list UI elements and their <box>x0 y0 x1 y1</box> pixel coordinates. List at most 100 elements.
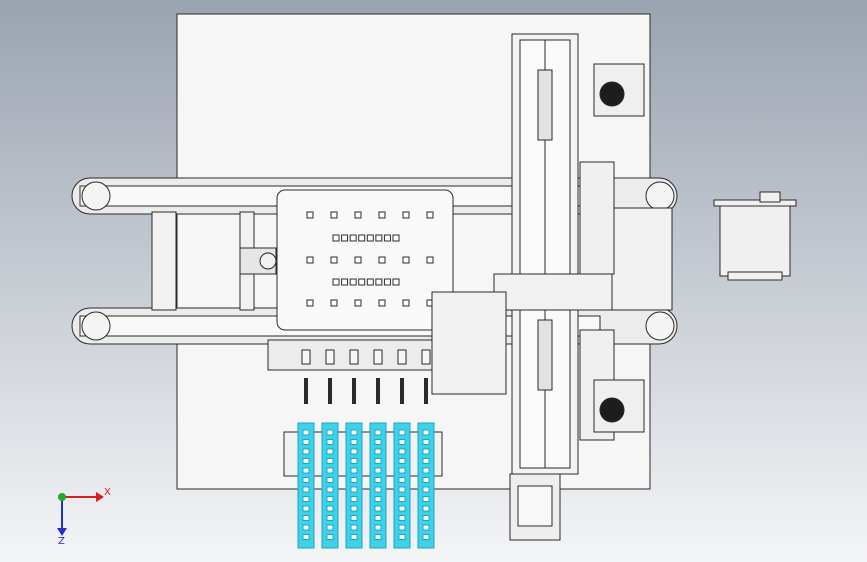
feeder-lane[interactable] <box>393 422 411 549</box>
pulley-left-top[interactable] <box>81 181 111 211</box>
motor-body[interactable] <box>719 205 791 277</box>
feeder-pocket <box>398 467 406 474</box>
conveyor-cross-member-left <box>151 211 177 311</box>
feeder-pocket <box>350 524 358 531</box>
feeder-pocket <box>374 429 382 436</box>
feeder-pocket <box>374 505 382 512</box>
gantry-column[interactable] <box>509 33 579 541</box>
conveyor-roller-body[interactable] <box>611 207 673 311</box>
feeder-pocket <box>398 496 406 502</box>
feeder-pocket <box>422 505 430 512</box>
pcb-tray[interactable] <box>276 189 454 331</box>
feeder-pocket <box>350 448 358 455</box>
placement-head[interactable] <box>431 291 507 395</box>
feeder-pocket <box>422 439 430 445</box>
drive-shaft-bottom <box>599 397 625 423</box>
feeder-lane[interactable] <box>345 422 363 549</box>
feeder-lane[interactable] <box>297 422 315 549</box>
feeder-pocket <box>326 534 334 540</box>
tray-hole <box>402 256 410 264</box>
feeder-pocket <box>302 505 310 512</box>
tray-hole <box>341 278 349 286</box>
tray-hole <box>383 278 391 286</box>
feeder-pocket <box>374 448 382 455</box>
gantry-slider-bottom[interactable] <box>537 319 553 391</box>
pulley-right-bottom[interactable] <box>645 311 675 341</box>
nozzle-holder[interactable] <box>373 349 383 365</box>
feeder-pocket <box>350 467 358 474</box>
tray-hole <box>366 234 374 242</box>
tray-hole <box>330 211 338 219</box>
feeder-pocket <box>326 486 334 493</box>
feeder-pocket <box>374 439 382 445</box>
drive-housings[interactable] <box>593 63 645 433</box>
triad-z-arrow <box>57 528 67 536</box>
feeder-pocket <box>350 496 358 502</box>
motor-cap <box>759 191 781 203</box>
motor-flange <box>713 199 797 207</box>
nozzle-tip <box>328 378 332 404</box>
sensor-block[interactable] <box>239 247 277 275</box>
tray-hole <box>426 211 434 219</box>
gantry-slider-top[interactable] <box>537 69 553 141</box>
nozzle-tip <box>376 378 380 404</box>
feeder-pocket <box>422 458 430 464</box>
feeder-pocket <box>374 515 382 521</box>
nozzle-tip <box>400 378 404 404</box>
feeder-pocket <box>350 439 358 445</box>
feeder-lane[interactable] <box>321 422 339 549</box>
feeder-pocket <box>398 448 406 455</box>
feeder-pocket <box>302 467 310 474</box>
feeder-lane[interactable] <box>369 422 387 549</box>
feeder-pocket <box>326 515 334 521</box>
tray-hole <box>358 234 366 242</box>
feeder-lane[interactable] <box>417 422 435 549</box>
feeder-pocket <box>302 486 310 493</box>
tray-hole <box>392 234 400 242</box>
triad-x-arrow <box>96 492 104 502</box>
feeder-pocket <box>302 534 310 540</box>
feeder-pocket <box>422 467 430 474</box>
nozzle-holder[interactable] <box>301 349 311 365</box>
motor-unit[interactable] <box>713 191 797 281</box>
feeder-pocket <box>374 458 382 464</box>
feeder-pocket <box>326 429 334 436</box>
feeder-pocket <box>350 477 358 483</box>
nozzle-holder[interactable] <box>349 349 359 365</box>
nozzle-holder[interactable] <box>325 349 335 365</box>
feeder-pocket <box>374 496 382 502</box>
gantry-carriage[interactable] <box>493 273 613 311</box>
tray-hole <box>383 234 391 242</box>
triad-z-label: Z <box>58 536 65 547</box>
triad-x-label: X <box>104 487 111 498</box>
tray-hole <box>306 256 314 264</box>
gantry-foot-inner <box>517 485 553 527</box>
tray-hole <box>341 234 349 242</box>
feeder-pocket <box>398 534 406 540</box>
nozzle-holder[interactable] <box>421 349 431 365</box>
tray-hole <box>332 234 340 242</box>
feeder-pocket <box>422 496 430 502</box>
feeder-pocket <box>398 515 406 521</box>
feeder-pocket <box>302 496 310 502</box>
feeder-pocket <box>350 458 358 464</box>
pulley-right-top[interactable] <box>645 181 675 211</box>
nozzle-holder[interactable] <box>397 349 407 365</box>
tray-hole <box>426 256 434 264</box>
nozzle-group <box>301 349 431 404</box>
tray-hole <box>378 211 386 219</box>
pulley-left-bottom[interactable] <box>81 311 111 341</box>
tray-hole <box>375 234 383 242</box>
feeder-pocket <box>422 429 430 436</box>
feeder-pocket <box>398 477 406 483</box>
feeder-pocket <box>350 505 358 512</box>
feeder-pocket <box>422 524 430 531</box>
feeder-pocket <box>302 448 310 455</box>
coordinate-triad-icon: X Z <box>57 487 111 547</box>
pcb-tray-holes <box>306 211 434 307</box>
feeder-pocket <box>326 524 334 531</box>
tray-hole <box>375 278 383 286</box>
feeder-pocket <box>302 524 310 531</box>
